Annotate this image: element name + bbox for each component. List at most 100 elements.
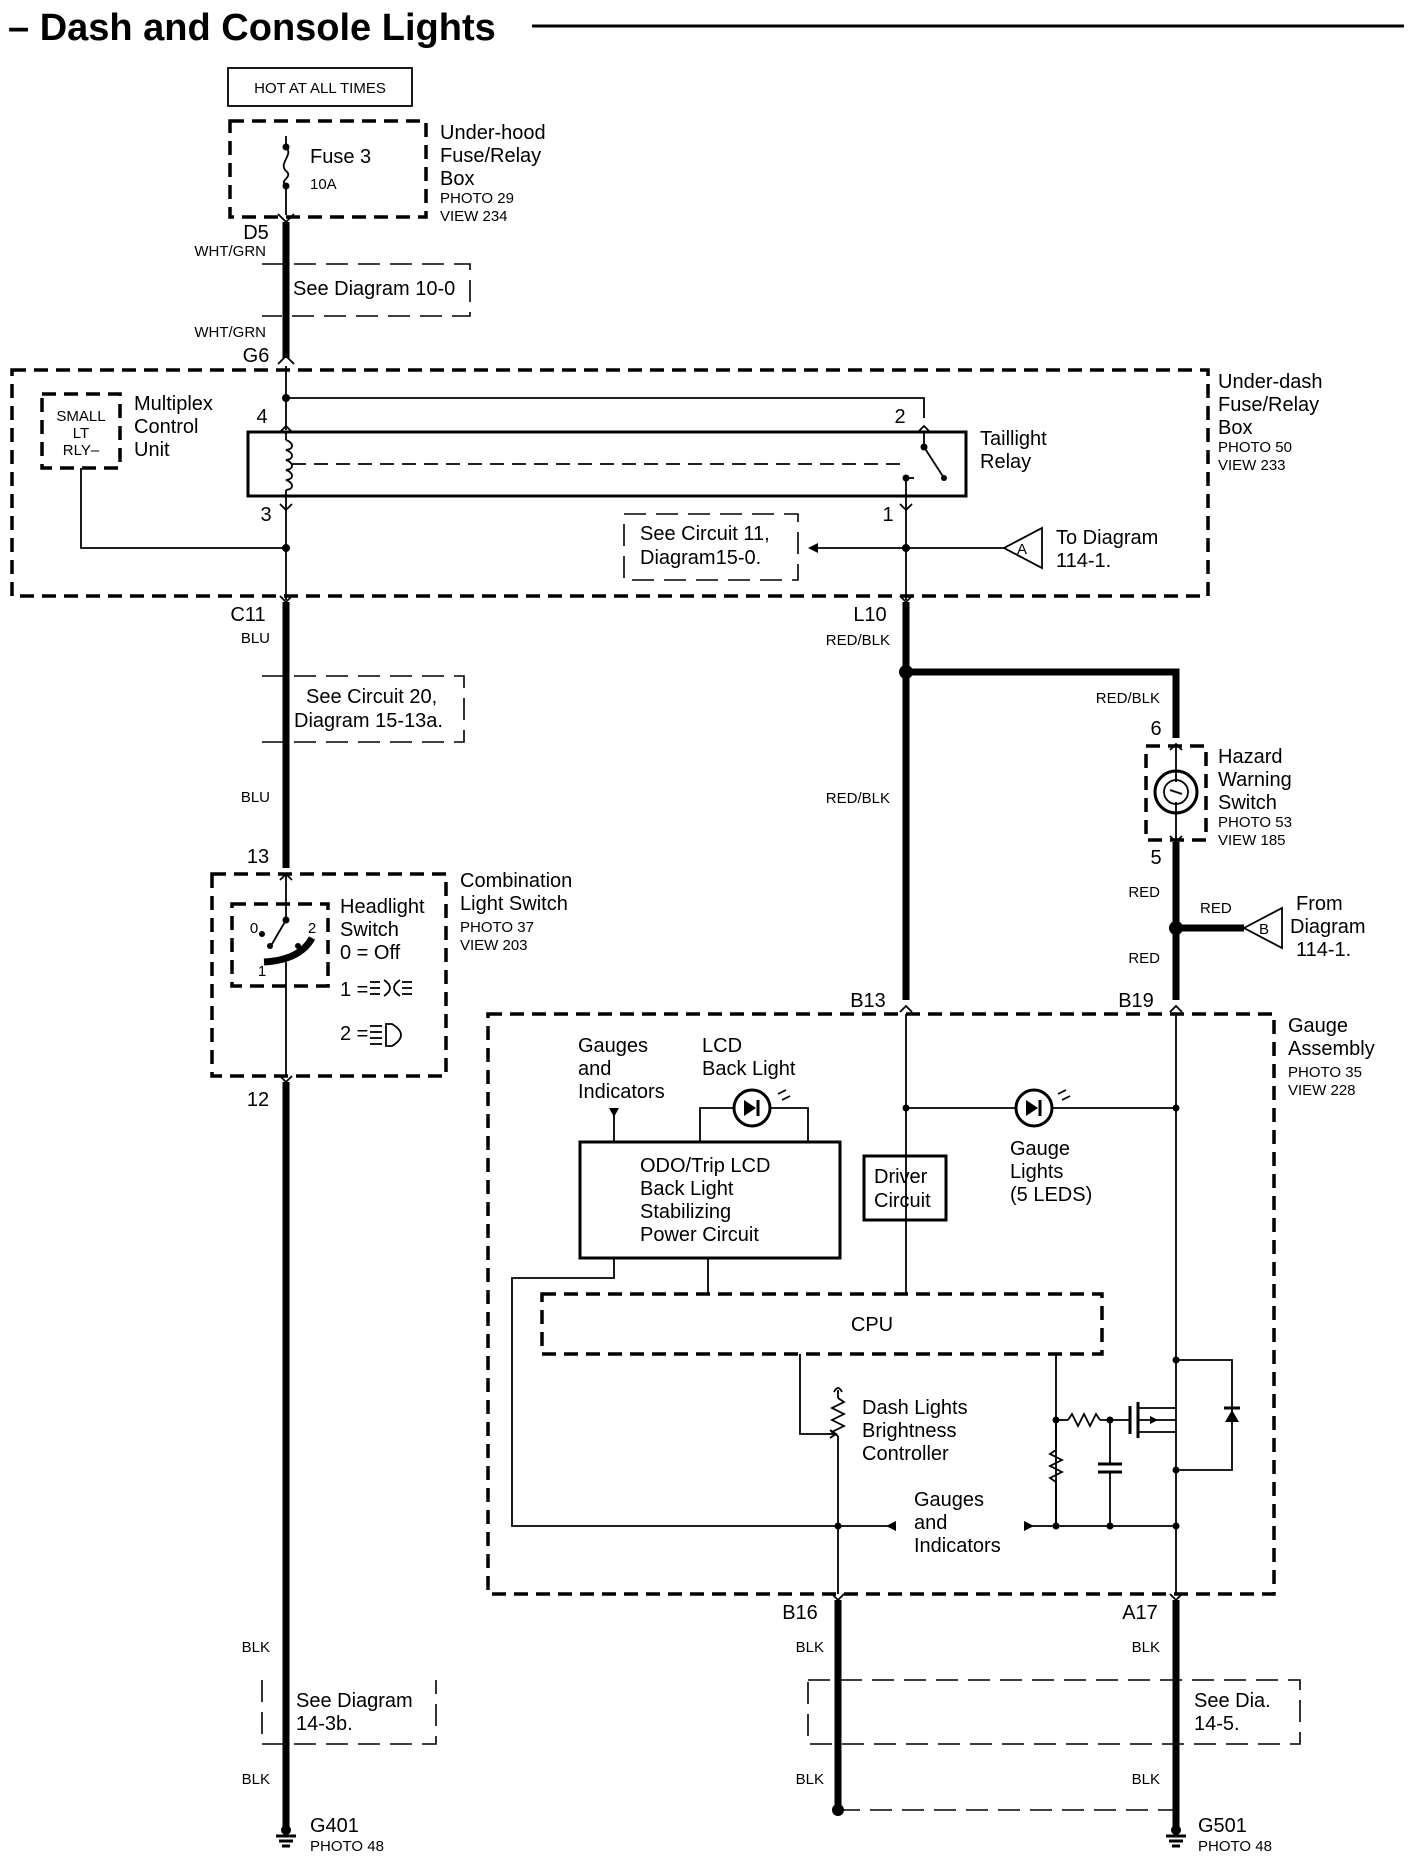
taillight-relay-label: Taillight Relay <box>980 428 1047 473</box>
switch-position-2-label: 2 = <box>340 1023 368 1045</box>
svg-text:Assembly: Assembly <box>1288 1038 1375 1060</box>
mcu-control-wire <box>80 468 286 549</box>
gauge-assembly-label: Gauge Assembly PHOTO 35 VIEW 228 <box>1288 1015 1375 1099</box>
underdash-fuse-box <box>10 368 1210 598</box>
driver-circuit-box <box>862 1154 948 1222</box>
wire-color-blu-top: BLU <box>241 630 270 647</box>
wire-color-wht-grn-top: WHT/GRN <box>194 243 266 260</box>
headlight-switch-label: Headlight Switch 0 = Off <box>340 896 425 964</box>
svg-text:Hazard: Hazard <box>1218 746 1282 768</box>
svg-text:Gauges: Gauges <box>578 1035 648 1057</box>
svg-text:PHOTO 50: PHOTO 50 <box>1218 439 1292 456</box>
mcu-inner-line-3: RLY– <box>63 442 100 459</box>
relay-pin-4: 4 <box>256 406 267 428</box>
gauges-indicators-top-label: Gauges and Indicators <box>578 1035 665 1103</box>
driver-circuit-line-1: Driver <box>874 1166 928 1188</box>
svg-text:0 = Off: 0 = Off <box>340 942 401 964</box>
connector-a-icon <box>1002 526 1043 570</box>
svg-text:Gauge: Gauge <box>1010 1138 1070 1160</box>
switch-pin-13: 13 <box>247 846 269 868</box>
svg-text:Controller: Controller <box>862 1443 949 1465</box>
svg-text:Fuse/Relay: Fuse/Relay <box>1218 394 1319 416</box>
connector-l10: L10 <box>853 604 886 626</box>
connector-a-label: A <box>1017 541 1027 558</box>
svg-text:Relay: Relay <box>980 451 1031 473</box>
wire-color-blk-a17-top: BLK <box>1132 1639 1160 1656</box>
svg-text:Warning: Warning <box>1218 769 1292 791</box>
headlight-icon <box>370 1023 402 1047</box>
from-diagram-line-3: 114-1. <box>1296 939 1351 961</box>
ref-diagram-10-0: See Diagram 10-0 <box>293 278 455 300</box>
pulldown-resistor-icon <box>1047 1420 1065 1526</box>
svg-text:Indicators: Indicators <box>578 1081 665 1103</box>
hot-label: HOT AT ALL TIMES <box>254 80 386 97</box>
wire-color-blk-left-bottom: BLK <box>242 1771 270 1788</box>
svg-text:Dash Lights: Dash Lights <box>862 1397 968 1419</box>
gauge-assembly-box <box>486 1012 1276 1596</box>
junction-mcu <box>282 544 290 552</box>
svg-text:Combination: Combination <box>460 870 572 892</box>
ref-circuit-20-box <box>262 675 465 743</box>
dimmer-label: Dash Lights Brightness Controller <box>862 1397 968 1465</box>
relay-pin-2: 2 <box>894 406 905 428</box>
ground-g501: G501 <box>1198 1815 1247 1837</box>
relay-pin-2-icon <box>917 424 931 433</box>
gauges-indicators-bottom-label: Gauges and Indicators <box>914 1489 1001 1557</box>
ref-diagram-14-3b-box <box>261 1680 437 1745</box>
ref-diagram-14-3b-line-2: 14-3b. <box>296 1713 353 1735</box>
connector-a17: A17 <box>1122 1602 1158 1624</box>
svg-text:Taillight: Taillight <box>980 428 1047 450</box>
wire-color-blu-bottom: BLU <box>241 789 270 806</box>
headlight-switch-icon <box>259 916 316 966</box>
svg-text:PHOTO 35: PHOTO 35 <box>1288 1064 1362 1081</box>
mcu-inner-line-2: LT <box>73 425 89 442</box>
svg-text:Multiplex: Multiplex <box>134 393 213 415</box>
junction-resistor-ground <box>1052 1522 1060 1530</box>
ref-circuit-11-line-1: See Circuit 11, <box>640 523 770 545</box>
connector-g6-icon <box>277 354 295 365</box>
ground-g501-icon <box>1166 1825 1186 1848</box>
ref-diagram-10-0-box <box>262 263 471 317</box>
dimmer-control-wire <box>799 1354 826 1435</box>
svg-text:PHOTO 29: PHOTO 29 <box>440 190 514 207</box>
svg-text:Box: Box <box>1218 417 1252 439</box>
ground-g401-photo: PHOTO 48 <box>310 1838 384 1855</box>
svg-text:Indicators: Indicators <box>914 1535 1001 1557</box>
svg-text:(5 LEDS): (5 LEDS) <box>1010 1184 1092 1206</box>
connector-b16-icon <box>831 1593 845 1602</box>
svg-text:Brightness: Brightness <box>862 1420 957 1442</box>
svg-text:Switch: Switch <box>340 919 399 941</box>
svg-text:Box: Box <box>440 168 474 190</box>
svg-text:VIEW 185: VIEW 185 <box>1218 832 1286 849</box>
mcu-inner-line-1: SMALL <box>56 408 105 425</box>
wire-color-red-top: RED <box>1128 884 1160 901</box>
svg-text:Gauges: Gauges <box>914 1489 984 1511</box>
taillight-relay-box <box>246 430 968 498</box>
combination-switch-box <box>210 872 448 1078</box>
gauge-lights-label: Gauge Lights (5 LEDS) <box>1010 1138 1092 1206</box>
ref-dia-14-5-line-2: 14-5. <box>1194 1713 1240 1735</box>
svg-text:Fuse/Relay: Fuse/Relay <box>440 145 541 167</box>
svg-text:VIEW 234: VIEW 234 <box>440 208 508 225</box>
switch-pos-2: 2 <box>308 920 316 937</box>
svg-text:Under-dash: Under-dash <box>1218 371 1323 393</box>
odo-ground-wire <box>511 1258 838 1527</box>
mcu-small-lt-rly-box <box>40 392 122 470</box>
ref-circuit-20-line-2: Diagram 15-13a. <box>294 710 443 732</box>
connector-b-icon <box>1242 906 1283 950</box>
switch-pos-0: 0 <box>250 920 258 937</box>
gate-resistor-icon <box>1067 1411 1101 1429</box>
connector-b-label: B <box>1259 921 1269 938</box>
headlight-switch-box <box>230 902 330 988</box>
svg-text:Gauge: Gauge <box>1288 1015 1348 1037</box>
hazard-pin-6: 6 <box>1150 718 1161 740</box>
diode-icon <box>1224 1406 1240 1422</box>
svg-text:VIEW 233: VIEW 233 <box>1218 457 1286 474</box>
gauge-led-icon <box>1014 1088 1071 1128</box>
wire-color-wht-grn-bottom: WHT/GRN <box>194 324 266 341</box>
lcd-led-wire-right <box>770 1107 809 1142</box>
mcu-label: Multiplex Control Unit <box>134 393 213 461</box>
svg-text:Back Light: Back Light <box>702 1058 796 1080</box>
svg-text:PHOTO 53: PHOTO 53 <box>1218 814 1292 831</box>
